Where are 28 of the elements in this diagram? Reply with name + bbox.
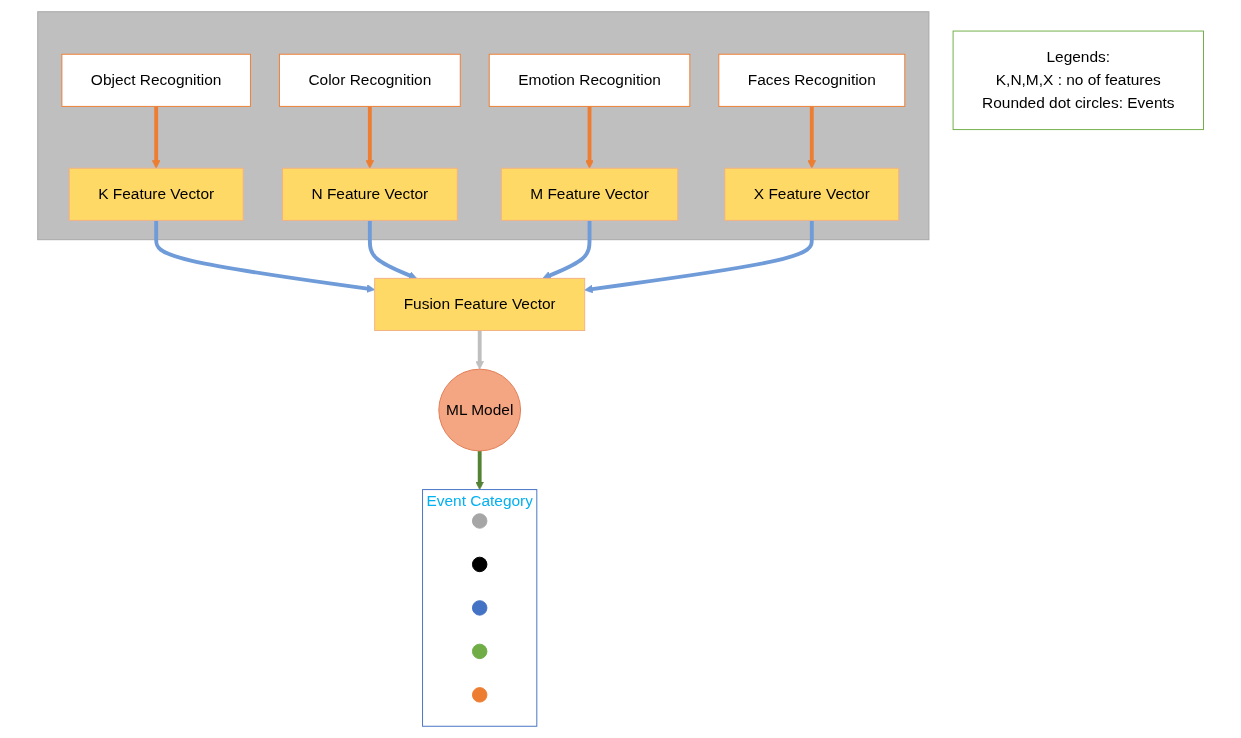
node-box: Color Recognition: [278, 53, 461, 107]
arrow: [154, 220, 375, 293]
node-box: Legends: K,N,M,X : no of features Rounded dot circles: Events: [952, 30, 1204, 131]
node-circle: [471, 687, 488, 703]
node-box: K Feature Vector: [68, 167, 244, 221]
node-box: Fusion Feature Vector: [374, 277, 586, 331]
cluster: Event Category: [421, 489, 538, 727]
node-box: M Feature Vector: [500, 167, 679, 221]
node-box: X Feature Vector: [724, 167, 900, 221]
cluster: [37, 11, 930, 241]
node-box: Emotion Recognition: [488, 53, 691, 107]
node-box: Object Recognition: [61, 53, 251, 107]
node-circle: [471, 643, 488, 660]
node-circle: ML Model: [438, 368, 521, 452]
arrow: [585, 106, 594, 169]
arrow: [584, 220, 814, 294]
node-circle: [471, 600, 488, 616]
arrow: [367, 220, 417, 280]
arrow: [807, 106, 816, 169]
arrow: [475, 330, 484, 370]
node-box: N Feature Vector: [281, 167, 458, 221]
node-circle: [471, 513, 488, 529]
arrow: [151, 106, 161, 169]
arrow: [365, 106, 374, 169]
node-circle: [471, 556, 488, 573]
arrow: [542, 220, 592, 280]
node-box: Faces Recognition: [718, 53, 906, 107]
arrow: [475, 450, 484, 490]
